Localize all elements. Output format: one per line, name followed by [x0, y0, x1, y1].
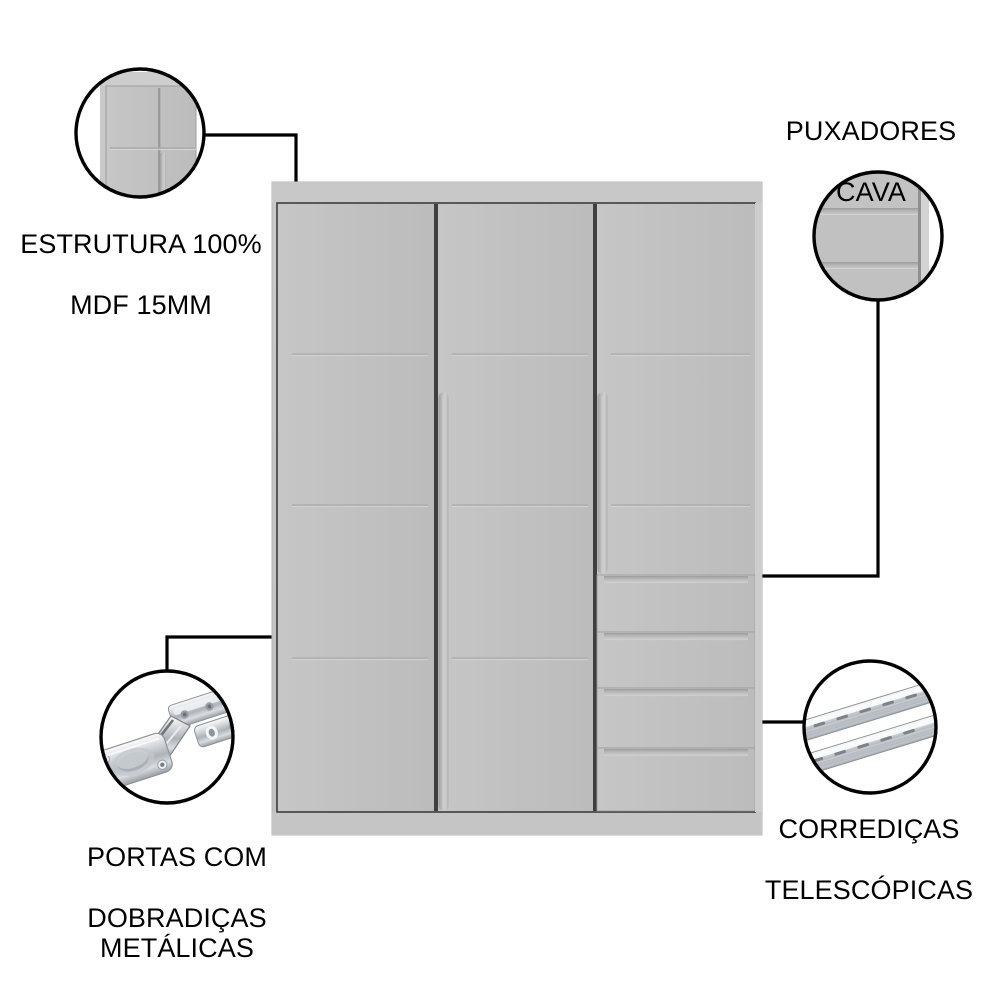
callout-slides-line2: TELESCÓPICAS [764, 874, 974, 905]
door-gap-middle-right [593, 204, 597, 811]
drawer-1 [596, 574, 756, 633]
callout-slides-line1: CORREDIÇAS [778, 814, 960, 845]
hinge-icon [101, 689, 233, 791]
door-middle [438, 204, 593, 811]
wardrobe-plinth [272, 812, 762, 835]
drawer-2 [596, 631, 756, 689]
telescopic-slide-icon [804, 675, 936, 780]
drawer-stack [596, 574, 756, 812]
magnifier-structure [74, 67, 206, 199]
handle-groove-middle-door [438, 392, 449, 811]
connector-handles [724, 299, 880, 578]
wardrobe [271, 181, 763, 836]
door-left [278, 204, 434, 811]
handle-groove-right-door [597, 392, 608, 574]
wardrobe-frame [271, 181, 763, 836]
magnifier-hinges [99, 669, 235, 805]
drawer-4 [596, 747, 756, 812]
callout-label-hinges: PORTAS COM DOBRADIÇAS METÁLICAS [22, 812, 332, 993]
magnifier-slides [802, 659, 938, 795]
door-gap-left-middle [434, 204, 438, 811]
callout-hinges-line1: PORTAS COM [86, 842, 268, 873]
callout-label-slides: CORREDIÇAS TELESCÓPICAS [738, 784, 1000, 935]
callout-structure-line1: ESTRUTURA 100% [20, 229, 262, 260]
callout-hinges-line2: DOBRADIÇAS METÁLICAS [87, 902, 267, 963]
callout-structure-line2: MDF 15MM [70, 289, 212, 320]
callout-handles-line2: CAVA [836, 176, 906, 207]
connector-hinges [165, 635, 285, 673]
door-opening [276, 202, 756, 813]
callout-handles-line1: PUXADORES [785, 116, 957, 147]
callout-label-structure: ESTRUTURA 100% MDF 15MM [0, 199, 282, 350]
door-right [597, 204, 755, 575]
connector-structure [202, 133, 298, 188]
wardrobe-right-edge [755, 203, 762, 812]
drawer-3 [596, 687, 756, 749]
callout-label-handles: PUXADORES CAVA [742, 86, 1000, 237]
wardrobe-top-rail [272, 182, 762, 203]
